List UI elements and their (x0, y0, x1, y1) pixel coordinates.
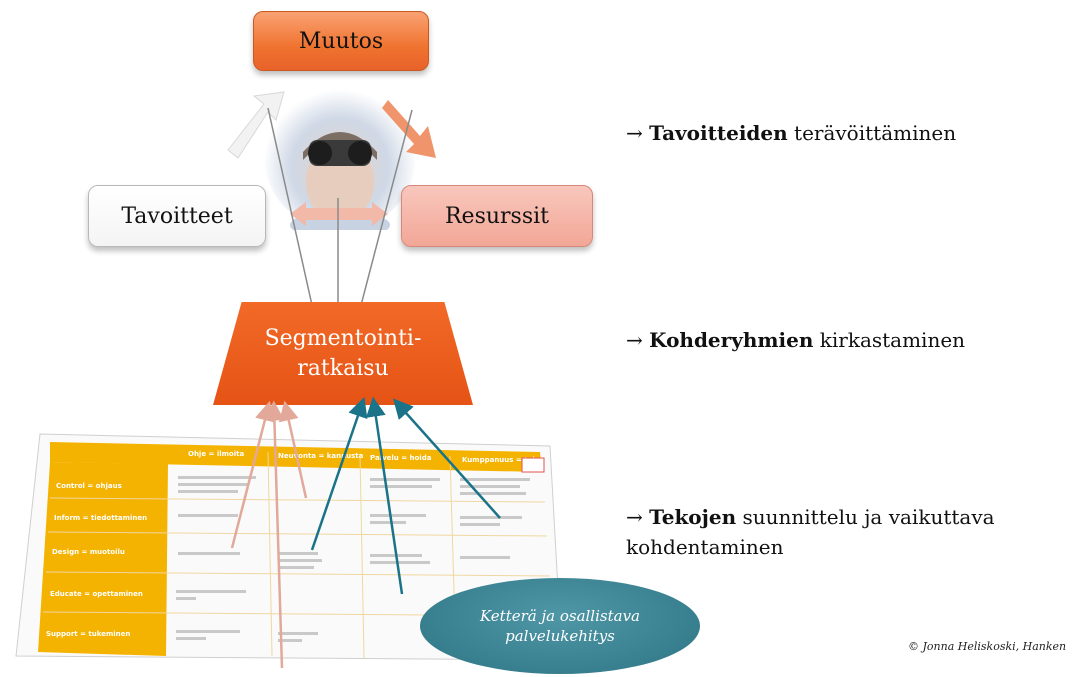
arrow-icon: → (626, 121, 643, 145)
node-tavoitteet-label: Tavoitteet (121, 203, 233, 229)
side-note-target-groups-rest: kirkastaminen (813, 328, 966, 352)
pink-arrow (230, 400, 275, 549)
left-white-arrow (227, 91, 285, 159)
side-note-goals-bold: Tavoitteiden (649, 121, 788, 145)
side-note-goals: → Tavoitteiden terävöittäminen (626, 118, 956, 148)
grey-line (350, 109, 413, 337)
table-header: Ohje = ilmoita (188, 450, 244, 458)
oval-line-1: Ketterä ja osallistava (479, 607, 640, 625)
teal-arrow (365, 396, 404, 595)
side-note-goals-rest: terävöittäminen (787, 121, 957, 145)
side-note-actions: → Tekojen suunnittelu ja vaikuttava kohd… (626, 502, 995, 562)
table-row-label: Design = muotoilu (52, 548, 125, 556)
segment-line-1: Segmentointi- (264, 325, 422, 351)
horizontal-pink-arrow (290, 202, 388, 226)
table-header: Neuvonta = kannusta (278, 452, 364, 460)
copyright-text: © Jonna Heliskoski, Hanken (908, 640, 1067, 653)
segment-line-2: ratkaisu (297, 355, 389, 381)
arrow-icon: → (626, 505, 643, 529)
node-segmentointiratkaisu: Segmentointi- ratkaisu (213, 302, 473, 405)
table-row-label: Educate = opettaminen (50, 590, 143, 598)
node-muutos: Muutos (253, 11, 429, 71)
pink-arrow (278, 400, 308, 499)
grey-line (267, 107, 323, 337)
table-row-label: Control = ohjaus (56, 482, 122, 490)
table-row-label: Support = tukeminen (46, 630, 130, 638)
side-note-target-groups-bold: Kohderyhmien (649, 328, 814, 352)
side-note-actions-rest: suunnittelu ja vaikuttava (736, 505, 995, 529)
table-header: Kumppanuus = toimi (462, 456, 544, 464)
right-orange-arrow (382, 100, 436, 158)
oval-line-2: palvelukehitys (505, 627, 615, 645)
side-note-target-groups: → Kohderyhmien kirkastaminen (626, 325, 965, 355)
node-resurssit: Resurssit (401, 185, 593, 247)
table-header: Palvelu = hoida (370, 454, 432, 462)
teal-arrow (310, 396, 368, 551)
pink-arrow (264, 400, 285, 669)
side-note-actions-bold: Tekojen (649, 505, 737, 529)
side-note-actions-line2: kohdentaminen (626, 535, 784, 559)
node-tavoitteet: Tavoitteet (88, 185, 266, 247)
node-muutos-label: Muutos (298, 28, 384, 54)
table-row-label: Inform = tiedottaminen (54, 514, 147, 522)
agile-development-oval: Ketterä ja osallistava palvelukehitys (420, 578, 700, 674)
arrow-icon: → (626, 328, 643, 352)
teal-arrow (392, 398, 501, 519)
node-resurssit-label: Resurssit (444, 203, 550, 229)
